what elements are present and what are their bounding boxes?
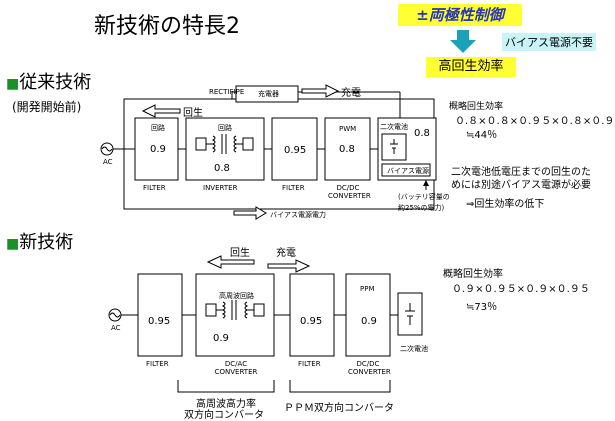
old-efficiency-note3: ⇒回生効率の低下 — [466, 199, 545, 210]
callout-bipolar: ±両極性制御 — [398, 4, 522, 26]
new-regen-label: 回生 — [230, 248, 250, 259]
old-efficiency-heading: 概略回生効率 — [449, 102, 504, 112]
bullet-icon: ■ — [6, 76, 20, 92]
new-block-dcac — [195, 273, 275, 357]
old-charge-label: 充電 — [341, 88, 361, 99]
new-block-dcdc — [345, 273, 391, 357]
old-battery-value: 0.8 — [414, 128, 430, 139]
old-bias-power: バイアス電源電力 — [270, 211, 326, 219]
new-ac-label: AC — [111, 324, 121, 332]
page-title: 新技術の特長2 — [94, 14, 240, 39]
group1-line2: 双方向コンバータ — [184, 410, 264, 421]
old-block4-value: 0.8 — [339, 144, 355, 155]
old-efficiency-note2: めには別途バイアス電源が必要 — [451, 180, 591, 191]
section-old-sub: (開発開始前) — [12, 100, 82, 114]
group2-line1: ＰＰＭ双方向コンバータ — [284, 403, 394, 414]
callout-bipolar-text: ±両極性制御 — [416, 6, 504, 24]
new-block3-bottom: FILTER — [298, 360, 321, 368]
new-efficiency-heading: 概略回生効率 — [443, 269, 503, 280]
new-block1-bottom: FILTER — [146, 360, 169, 368]
bullet-icon: ■ — [6, 236, 20, 252]
new-block4-small: PPM — [360, 285, 375, 293]
new-block4-bottom: DC/DC CONVERTER — [348, 360, 391, 376]
old-block2-small: 回路 — [218, 124, 232, 132]
old-block3-value: 0.95 — [284, 145, 307, 156]
group1-line1: 高周波高力率 — [196, 399, 256, 410]
old-battery-small: 二次電池 — [380, 123, 408, 131]
old-block-inverter — [185, 117, 265, 181]
old-bias-label: バイアス電源 — [387, 167, 429, 175]
new-efficiency-result: ≒73％ — [466, 302, 498, 313]
old-block3-bottom: FILTER — [282, 184, 305, 192]
callout-bias-unneeded: バイアス電源不要 — [502, 33, 596, 51]
old-efficiency-note1: 二次電池低電圧までの回生のた — [451, 167, 591, 178]
new-block2-small: 高周波回路 — [219, 292, 254, 300]
section-old-heading: ■従来技術 — [6, 68, 91, 94]
old-block1-bottom: FILTER — [143, 184, 166, 192]
new-efficiency-formula: ０.９×０.９５×０.９×０.９５ — [452, 284, 590, 295]
new-block2-value: 0.9 — [213, 333, 229, 344]
old-efficiency-result: ≒44％ — [466, 130, 498, 141]
new-block-filter2 — [289, 273, 335, 357]
new-battery-label: 二次電池 — [400, 345, 428, 353]
old-regen-label: 回生 — [183, 108, 203, 119]
new-block-battery — [397, 292, 423, 336]
old-block2-bottom: INVERTER — [203, 184, 238, 192]
old-block1-value: 0.9 — [150, 144, 166, 155]
old-block4-bottom: DC/DC CONVERTER — [328, 184, 371, 200]
old-block2-value: 0.8 — [214, 163, 230, 174]
section-new-heading: ■新技術 — [6, 228, 73, 254]
charger-label: 充電器 — [258, 90, 279, 98]
old-battery-note1: (バッテリ容量の — [398, 193, 450, 201]
new-block2-bottom: DC/AC CONVERTER — [214, 360, 258, 376]
new-block3-value: 0.95 — [300, 316, 323, 327]
old-battery-note2: 約25%の電力) — [398, 204, 445, 212]
old-block-filter1 — [134, 117, 179, 181]
section-new-title: 新技術 — [19, 232, 74, 253]
new-charge-label: 充電 — [276, 248, 296, 259]
callout-high-regen: 高回生効率 — [426, 57, 516, 77]
old-block4-small: PWM — [339, 125, 357, 133]
callout-arrow-down-icon — [448, 30, 478, 58]
old-efficiency-formula: ０.８×０.８×０.９５×０.８×０.９ — [455, 116, 615, 127]
section-old-title: 従来技術 — [19, 72, 92, 93]
new-block1-value: 0.95 — [148, 316, 171, 327]
old-ac-label: AC — [103, 158, 113, 166]
new-block-filter1 — [137, 273, 183, 357]
charger-box — [235, 85, 299, 103]
old-block1-small: 回路 — [151, 124, 165, 132]
rectifier-label: RECTIFIPE — [209, 88, 245, 96]
new-block4-value: 0.9 — [361, 316, 377, 327]
